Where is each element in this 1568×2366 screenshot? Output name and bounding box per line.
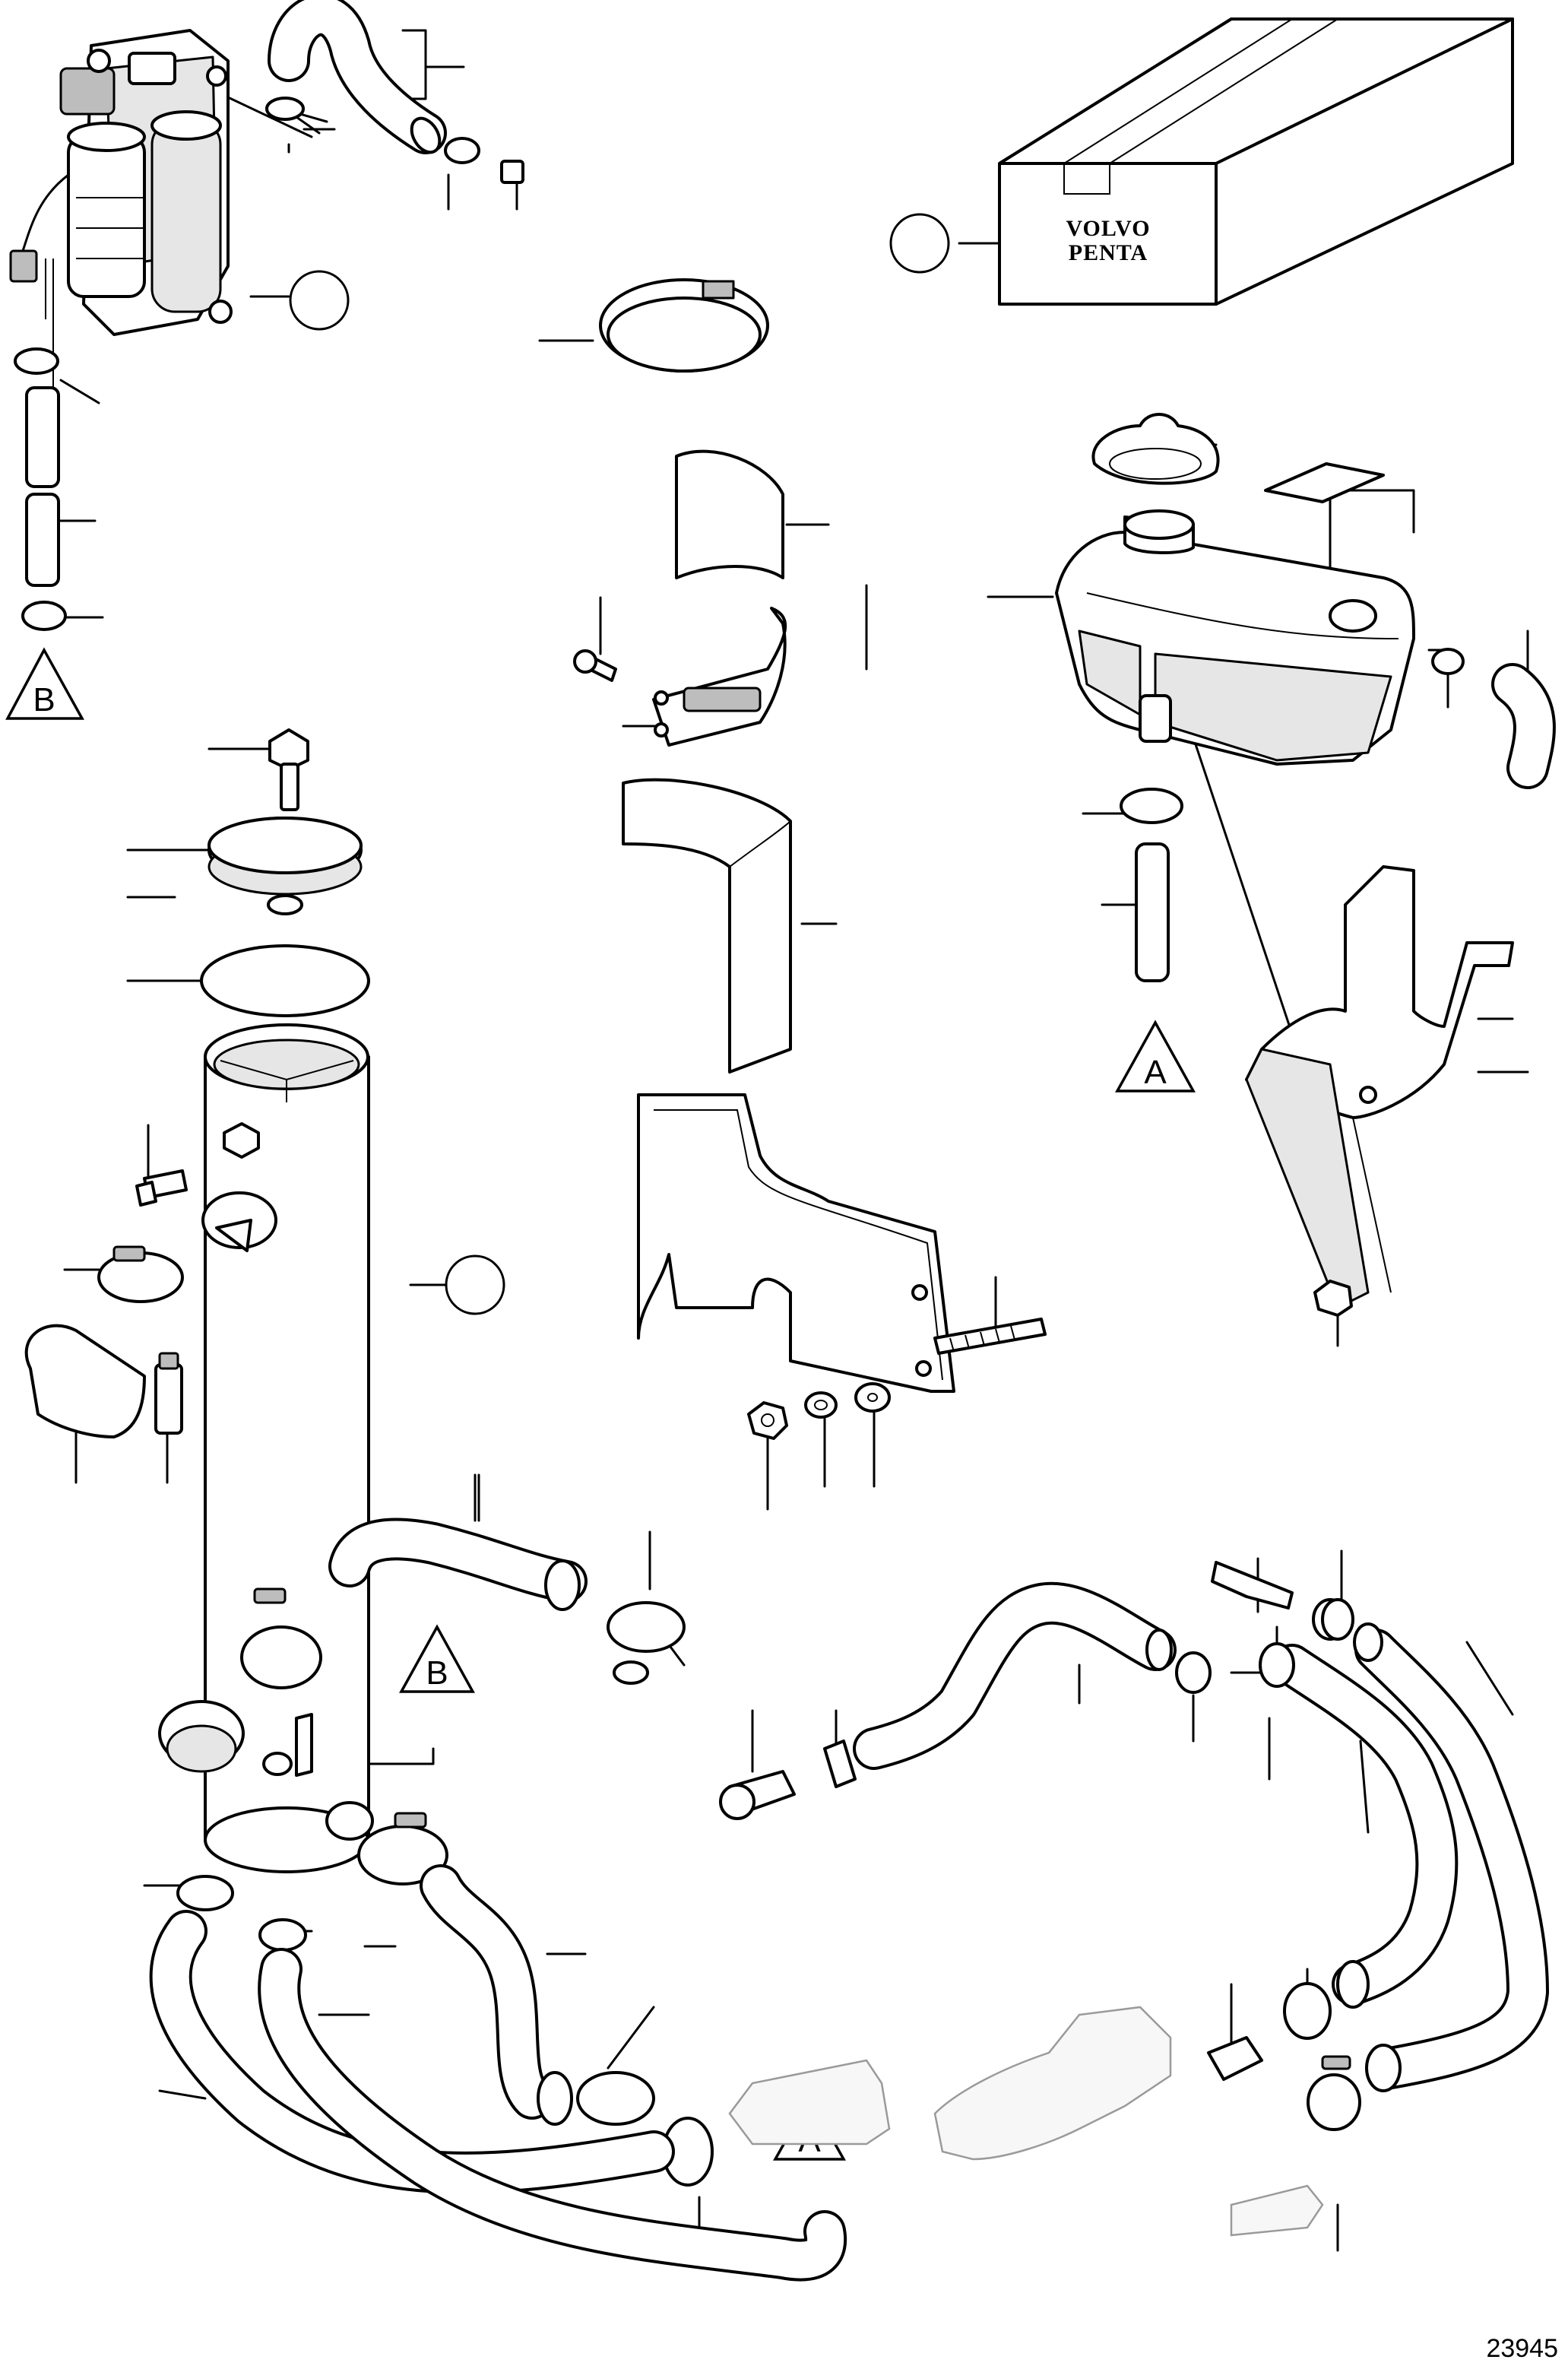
short-hose-left [14,347,67,631]
hose-assembly-bottom [149,1864,847,2282]
hoses-right-lower [719,1561,1549,2131]
expansion-tank [1055,509,1415,766]
box-brand-line-2: PENTA [1069,240,1148,265]
callout-circle-box [889,213,950,274]
cover-disc [207,817,363,896]
tank-small-hose [1431,648,1556,789]
heat-shield-wrap [622,778,792,1074]
gasket-disc [200,944,370,1017]
stud-bolt [933,1318,1047,1355]
svg-text:B: B [33,681,55,718]
figure-number: 23945 [1486,2334,1558,2363]
svg-text:B: B [426,1654,448,1692]
connection-marker-a-right: A [1115,1020,1196,1093]
connection-marker-b-top: B [5,647,84,720]
ghost-engine-parts [728,2006,1324,2237]
mounting-plate [637,1093,955,1393]
connection-marker-b-middle: B [399,1624,475,1693]
heat-shield-upper [675,449,784,579]
bolt-top [268,728,309,811]
cylinder-fittings [24,1122,277,1438]
filler-cap [1091,413,1220,485]
heat-exchanger-cylinder [204,1023,370,1873]
vent-hose-top [265,0,524,184]
fuel-pump-module [9,29,233,395]
tank-outlet-hose [1120,788,1183,982]
box-brand-line-1: VOLVO [1066,216,1150,241]
callout-circle-cylinder [445,1254,505,1315]
warning-label [1264,462,1385,503]
strap-band [599,278,769,373]
coolant-box: VOLVO PENTA [998,17,1514,306]
bracket-clamp [573,607,787,747]
hoses-left-lower [158,1518,686,1952]
o-ring [267,894,303,915]
svg-text:A: A [1144,1054,1167,1091]
nut-washers [747,1382,891,1440]
tank-bracket [1245,865,1514,1317]
callout-circle-pump [289,270,350,331]
